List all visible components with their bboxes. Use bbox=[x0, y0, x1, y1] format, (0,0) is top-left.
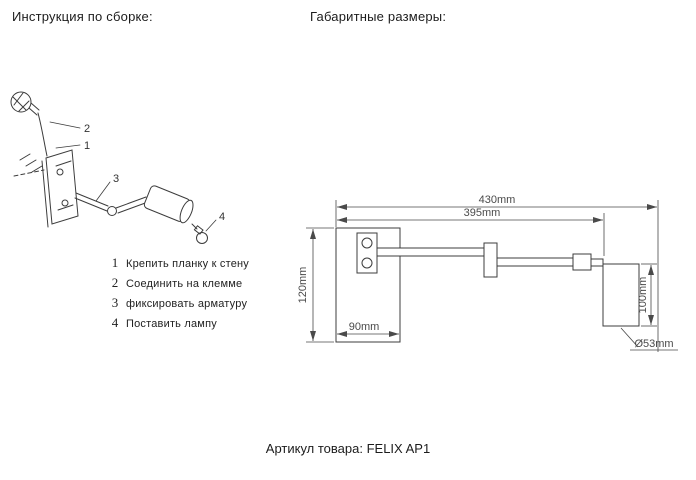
dim-shade-diameter: Ø53mm bbox=[634, 338, 673, 350]
arm bbox=[74, 192, 149, 216]
swivel-joint bbox=[483, 242, 498, 278]
dimensions-title: Габаритные размеры: bbox=[310, 9, 447, 24]
step-number: 2 bbox=[111, 275, 119, 290]
shade-outline bbox=[602, 263, 640, 327]
article-label: Артикул товара: FELIX AP1 bbox=[265, 441, 431, 456]
step-text: Поставить лампу bbox=[126, 318, 217, 330]
step-text: Соединить на клемме bbox=[126, 278, 243, 290]
mount-cap bbox=[10, 91, 40, 116]
backplate bbox=[41, 149, 79, 228]
screw-hole-bottom bbox=[361, 257, 373, 269]
dim-backplate-width: 90mm bbox=[349, 321, 380, 333]
callout-2: 2 bbox=[84, 123, 90, 135]
assembly-drawing bbox=[10, 91, 217, 244]
arm-segment-1 bbox=[376, 247, 485, 257]
cord bbox=[37, 112, 48, 157]
callout-leaders bbox=[49, 121, 217, 232]
bulb bbox=[191, 223, 208, 244]
screw-hole-top bbox=[361, 237, 373, 249]
coupling bbox=[572, 253, 592, 271]
assembly-step-1: 1 Крепить планку к стену bbox=[110, 255, 249, 275]
callout-1: 1 bbox=[84, 140, 90, 152]
mount-bracket bbox=[356, 232, 378, 274]
dim-shade-height: 100mm bbox=[637, 277, 649, 314]
dimension-lines bbox=[306, 200, 678, 352]
assembly-steps: 1 Крепить планку к стену 2 Соединить на … bbox=[110, 255, 249, 335]
step-text: Крепить планку к стену bbox=[126, 258, 250, 270]
dimension-drawing bbox=[335, 227, 640, 343]
callout-4: 4 bbox=[219, 211, 225, 223]
step-number: 3 bbox=[111, 295, 119, 310]
dim-arm-length: 395mm bbox=[464, 207, 501, 219]
assembly-step-4: 4 Поставить лампу bbox=[110, 315, 249, 335]
shade-neck bbox=[590, 258, 604, 267]
wall-hatch bbox=[13, 153, 45, 177]
assembly-callout-numbers: 2 1 3 4 bbox=[84, 123, 225, 223]
assembly-title: Инструкция по сборке: bbox=[12, 9, 153, 24]
dim-overall-length: 430mm bbox=[479, 194, 516, 206]
lamp-shade bbox=[143, 185, 194, 224]
assembly-step-3: 3 фиксировать арматуру bbox=[110, 295, 249, 315]
arm-segment-2 bbox=[496, 257, 574, 267]
dimension-labels: 430mm 395mm 120mm 90mm 100mm Ø53mm bbox=[297, 194, 674, 350]
dim-backplate-height: 120mm bbox=[297, 267, 309, 304]
callout-3: 3 bbox=[113, 173, 119, 185]
step-number: 1 bbox=[111, 255, 119, 270]
backplate-outline bbox=[335, 227, 401, 343]
step-text: фиксировать арматуру bbox=[126, 298, 248, 310]
step-number: 4 bbox=[111, 315, 119, 330]
assembly-step-2: 2 Соединить на клемме bbox=[110, 275, 249, 295]
